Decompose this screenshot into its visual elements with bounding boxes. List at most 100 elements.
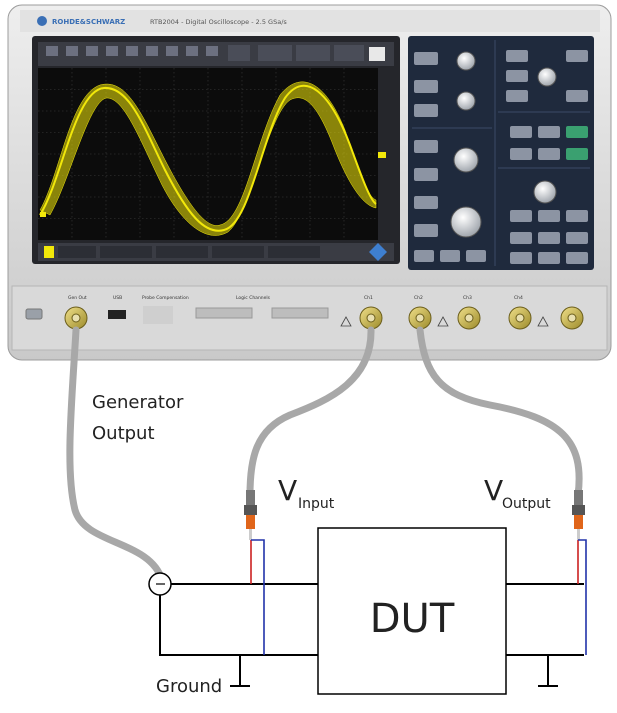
input-probe-ground-wire (251, 539, 265, 655)
panel-button[interactable] (538, 252, 560, 264)
panel-button[interactable] (538, 210, 560, 222)
warning-triangle-icon (537, 316, 549, 327)
input-probe (244, 490, 257, 540)
panel-button[interactable] (538, 126, 560, 138)
panel-button[interactable] (566, 232, 588, 244)
toolbar-icon[interactable] (166, 46, 178, 56)
toolbar-icon[interactable] (186, 46, 198, 56)
panel-button[interactable] (414, 52, 438, 65)
generator-cable (66, 326, 166, 584)
logic-connector-b[interactable] (271, 307, 329, 319)
v-output-symbol: V (484, 474, 503, 507)
output-probe-ground-wire (578, 539, 587, 655)
panel-button[interactable] (510, 210, 532, 222)
status-field[interactable] (268, 246, 320, 258)
panel-button[interactable] (414, 168, 438, 181)
warning-triangle-icon (437, 316, 449, 327)
toolbar-icon[interactable] (206, 46, 218, 56)
ch3-label: Ch3 (463, 295, 472, 301)
horizontal-scale-knob[interactable] (456, 91, 476, 111)
input-probe-cable (246, 326, 375, 499)
gen-out-label: Gen Out (68, 295, 87, 301)
generator-output-connector (148, 572, 172, 596)
panel-button[interactable] (440, 250, 460, 262)
panel-button[interactable] (506, 90, 528, 102)
gen-out-connector[interactable] (64, 306, 88, 330)
input-ground-wire (159, 595, 318, 656)
run-stop-button[interactable] (566, 126, 588, 138)
generator-label-line1: Generator (92, 392, 184, 413)
panel-button[interactable] (414, 224, 438, 237)
panel-button[interactable] (414, 196, 438, 209)
ch1-marker[interactable] (40, 212, 46, 217)
toolbar-chip[interactable] (296, 45, 330, 61)
ext-trigger-connector[interactable] (560, 306, 584, 330)
panel-button[interactable] (566, 252, 588, 264)
output-probe (572, 490, 585, 540)
toolbar-icon[interactable] (106, 46, 118, 56)
vertical-position-knob[interactable] (453, 147, 479, 173)
front-connector-strip: Gen Out USB Probe Compensation Logic Cha… (11, 285, 608, 351)
single-button[interactable] (566, 148, 588, 160)
dut-label: DUT (370, 596, 455, 642)
toolbar-chip[interactable] (258, 45, 292, 61)
status-field[interactable] (58, 246, 96, 258)
panel-button[interactable] (506, 50, 528, 62)
panel-button[interactable] (510, 148, 532, 160)
generator-label-line2: Output (92, 423, 155, 444)
toolbar-icon[interactable] (126, 46, 138, 56)
status-field[interactable] (100, 246, 152, 258)
panel-button[interactable] (414, 250, 434, 262)
toolbar-icon[interactable] (46, 46, 58, 56)
output-probe-cable (416, 326, 583, 499)
panel-button[interactable] (510, 232, 532, 244)
toolbar-trigger-chip[interactable] (228, 45, 250, 61)
logic-connector-a[interactable] (195, 307, 253, 319)
ch4-label: Ch4 (514, 295, 523, 301)
usb-port[interactable] (108, 310, 126, 319)
panel-button[interactable] (538, 148, 560, 160)
ch1-label: Ch1 (364, 295, 373, 301)
status-field[interactable] (156, 246, 208, 258)
horizontal-position-knob[interactable] (456, 51, 476, 71)
toolbar-icon[interactable] (86, 46, 98, 56)
probe-comp-terminals[interactable] (143, 306, 173, 324)
scope-top-band (20, 10, 600, 32)
warning-triangle-icon (340, 316, 352, 327)
ch2-connector[interactable] (408, 306, 432, 330)
ch1-connector[interactable] (359, 306, 383, 330)
dut-box (317, 527, 507, 695)
probe-comp-label: Probe Compensation (142, 295, 189, 301)
toolbar-chip[interactable] (334, 45, 364, 61)
panel-button[interactable] (414, 80, 438, 93)
v-input-subscript: Input (298, 496, 335, 512)
trigger-marker[interactable] (378, 152, 386, 158)
panel-button[interactable] (510, 126, 532, 138)
panel-button[interactable] (506, 70, 528, 82)
panel-button[interactable] (414, 104, 438, 117)
usb-label: USB (113, 295, 122, 301)
ground-label: Ground (156, 676, 222, 697)
panel-button[interactable] (510, 252, 532, 264)
oscilloscope: ROHDE&SCHWARZ RTB2004 - Digital Oscillos… (7, 4, 612, 361)
panel-button[interactable] (538, 232, 560, 244)
panel-button[interactable] (414, 140, 438, 153)
toolbar-icon[interactable] (146, 46, 158, 56)
ch1-status-chip[interactable] (44, 246, 54, 258)
panel-button[interactable] (466, 250, 486, 262)
cables (66, 326, 583, 584)
universal-knob[interactable] (533, 180, 557, 204)
ch3-connector[interactable] (457, 306, 481, 330)
trigger-level-knob[interactable] (537, 67, 557, 87)
power-button[interactable] (25, 308, 43, 320)
panel-button[interactable] (566, 90, 588, 102)
apps-diamond-icon[interactable] (369, 243, 387, 261)
panel-button[interactable] (566, 210, 588, 222)
screen-menu-button[interactable] (369, 47, 385, 61)
panel-button[interactable] (566, 50, 588, 62)
ch4-connector[interactable] (508, 306, 532, 330)
vertical-scale-knob[interactable] (450, 206, 482, 238)
toolbar-icon[interactable] (66, 46, 78, 56)
status-field[interactable] (212, 246, 264, 258)
